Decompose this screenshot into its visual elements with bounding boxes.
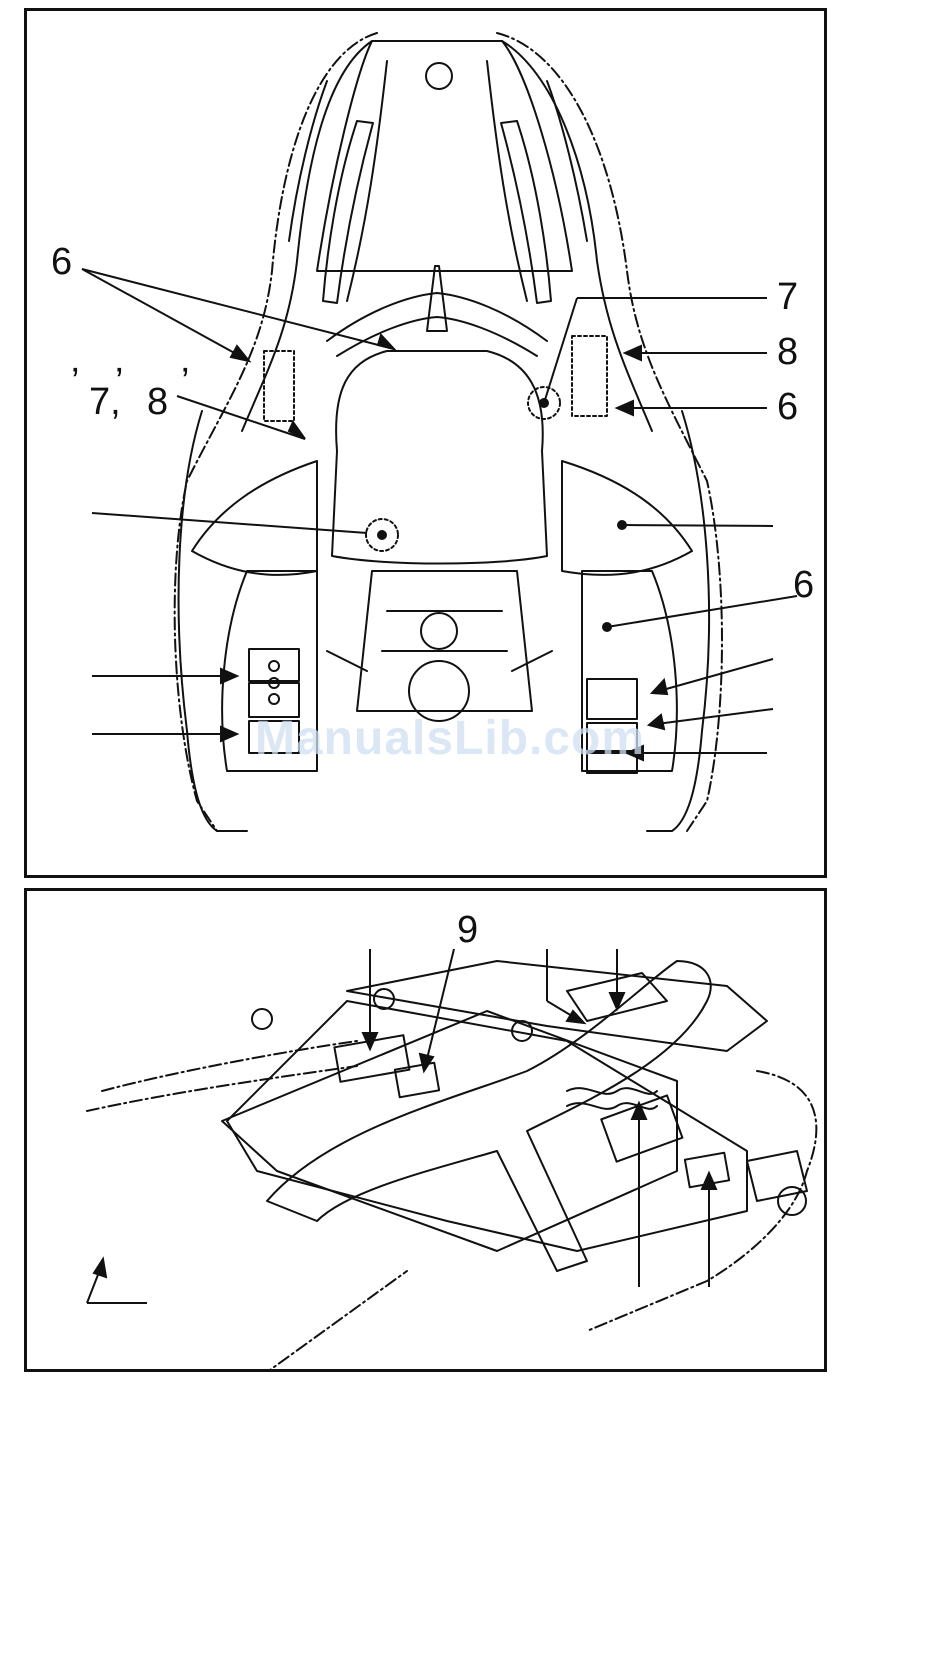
watermark: ManualsLib.com [255,711,645,766]
top-figure-panel: 6 7 8 6 6 ’ 7, 8 ’ ’ ManualsLib.com [24,8,827,878]
callout-apostrophe-1: ’ [71,363,79,401]
callout-apostrophe-2: ’ [115,363,123,401]
callout-6-right-lower: 6 [793,566,814,604]
callout-9: 9 [457,911,478,949]
callout-7-right: 7 [777,278,798,316]
rear-deck-perspective-drawing [27,891,827,1371]
callout-apostrophe-3: ’ [181,363,189,401]
bottom-figure-panel: 9 [24,888,827,1372]
callout-6-left: 6 [51,243,72,281]
callout-6-right: 6 [777,388,798,426]
callout-8-right: 8 [777,333,798,371]
callout-8-left: 8 [147,383,168,421]
